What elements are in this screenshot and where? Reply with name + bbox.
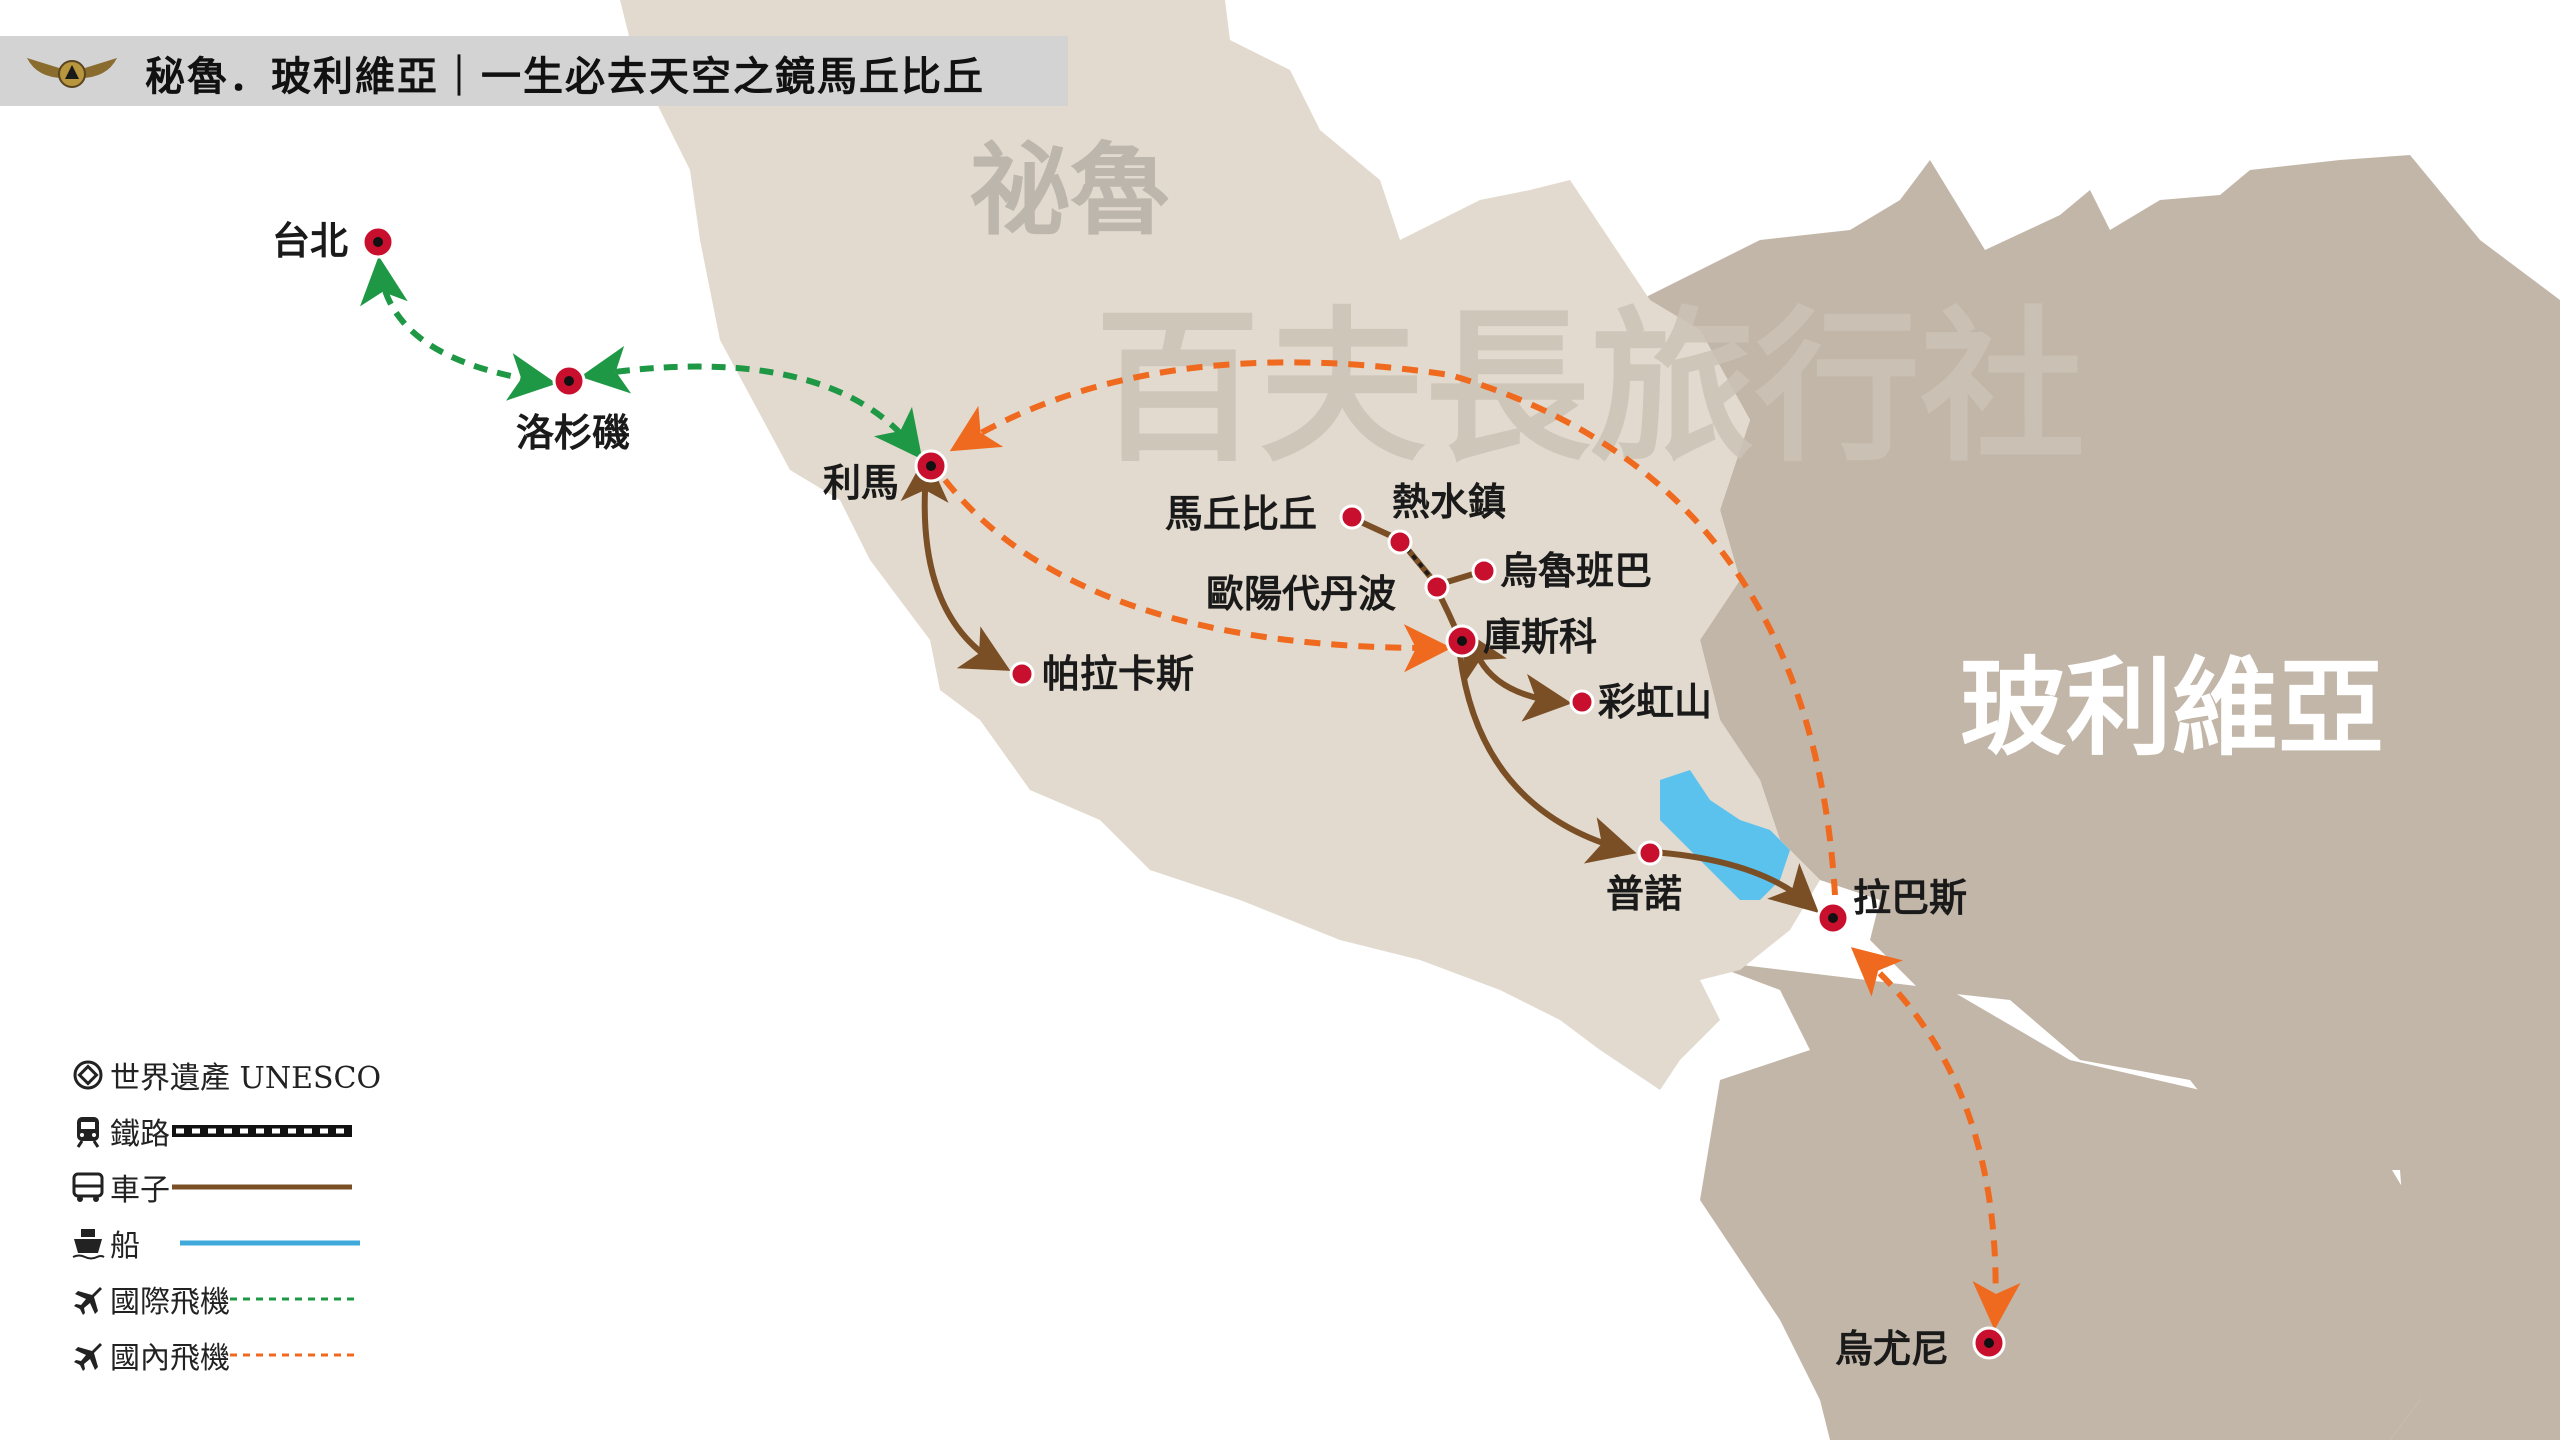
legend-label-international-flight: 國際飛機 (110, 1285, 230, 1320)
city-dot-los-angeles (552, 364, 586, 398)
city-label-lima: 利馬 (823, 461, 899, 505)
country-label-peru: 祕魯 (970, 132, 1170, 249)
domestic-flight-lapaz-lima (949, 359, 1838, 896)
car-line-sample (172, 1184, 352, 1190)
international-flight-line-sample (230, 1297, 360, 1301)
railway-line-sample (172, 1125, 352, 1137)
city-label-taipei: 台北 (272, 219, 348, 263)
peru-land (620, 0, 1820, 1090)
train-icon (76, 1117, 100, 1148)
legend-label-railway: 鐵路 (110, 1117, 170, 1152)
domestic-flight-line-sample (230, 1353, 360, 1357)
city-label-ollantaytambo: 歐陽代丹波 (1206, 572, 1396, 616)
bus-icon (72, 1172, 104, 1202)
city-dot-uyuni (1972, 1326, 2006, 1360)
city-dot-machu-picchu (1339, 504, 1365, 530)
title-bar (0, 36, 1068, 106)
legend-item-railway: 鐵路 (70, 1111, 352, 1152)
domestic-flight-lima-cusco (942, 478, 1452, 673)
legend-item-car: 車子 (70, 1167, 352, 1208)
city-dot-lima (914, 449, 948, 483)
domestic-flight-lapaz-uyuni (1850, 947, 2021, 1330)
city-dot-puno (1637, 840, 1663, 866)
city-dot-ollantaytambo (1424, 574, 1450, 600)
city-label-machu-picchu: 馬丘比丘 (1165, 492, 1317, 536)
city-label-cusco: 庫斯科 (1483, 615, 1597, 659)
lake-titicaca (1660, 770, 1790, 900)
city-label-la-paz: 拉巴斯 (1853, 876, 1967, 920)
city-label-aguas-calientes: 熱水鎮 (1392, 480, 1506, 524)
city-label-rainbow-mountain: 彩虹山 (1598, 680, 1712, 724)
ship-icon (72, 1229, 105, 1260)
legend-label-unesco: 世界遺產 UNESCO (110, 1061, 382, 1096)
intl-flight-taipei-la (360, 256, 557, 401)
city-dot-cusco (1445, 624, 1479, 658)
car-route-cusco-puno (1457, 654, 1637, 864)
legend-label-boat: 船 (110, 1229, 140, 1264)
country-label-bolivia: 玻利維亞 (1960, 647, 2384, 770)
page-title: 秘魯．玻利維亞｜一生必去天空之鏡馬丘比丘 (145, 53, 985, 100)
airplane-icon (74, 1343, 102, 1371)
city-dot-aguas-calientes (1387, 529, 1413, 555)
watermark-text: 百夫長旅行社 (1095, 292, 2085, 484)
car-route-puno-lapaz (1651, 849, 1819, 914)
city-label-uyuni: 烏尤尼 (1835, 1327, 1949, 1371)
boat-line-sample (180, 1240, 360, 1246)
car-route-lima-paracas (900, 454, 1011, 671)
legend-item-domestic-flight: 國內飛機 (70, 1335, 360, 1376)
legend-item-international-flight: 國際飛機 (70, 1279, 360, 1320)
legend-label-car: 車子 (110, 1173, 170, 1208)
city-dot-urubamba (1471, 558, 1497, 584)
city-dot-taipei (361, 225, 395, 259)
airplane-icon (74, 1287, 102, 1315)
bolivia-land (1640, 155, 2560, 1440)
city-dot-rainbow-mountain (1569, 689, 1595, 715)
legend-label-domestic-flight: 國內飛機 (110, 1341, 230, 1376)
unesco-icon (73, 1060, 103, 1090)
city-label-los-angeles: 洛杉磯 (516, 411, 630, 455)
city-label-puno: 普諾 (1606, 872, 1682, 916)
car-route-cusco-rainbow (1462, 628, 1572, 722)
winged-emblem-logo (27, 58, 117, 88)
intl-flight-la-lima (580, 346, 923, 460)
city-label-urubamba: 烏魯班巴 (1500, 549, 1652, 593)
legend-item-boat: 船 (70, 1223, 360, 1264)
city-dot-paracas (1009, 661, 1035, 687)
city-label-paracas: 帕拉卡斯 (1042, 652, 1194, 696)
legend-item-unesco: 世界遺產 UNESCO (70, 1055, 382, 1096)
city-dot-la-paz (1816, 901, 1850, 935)
